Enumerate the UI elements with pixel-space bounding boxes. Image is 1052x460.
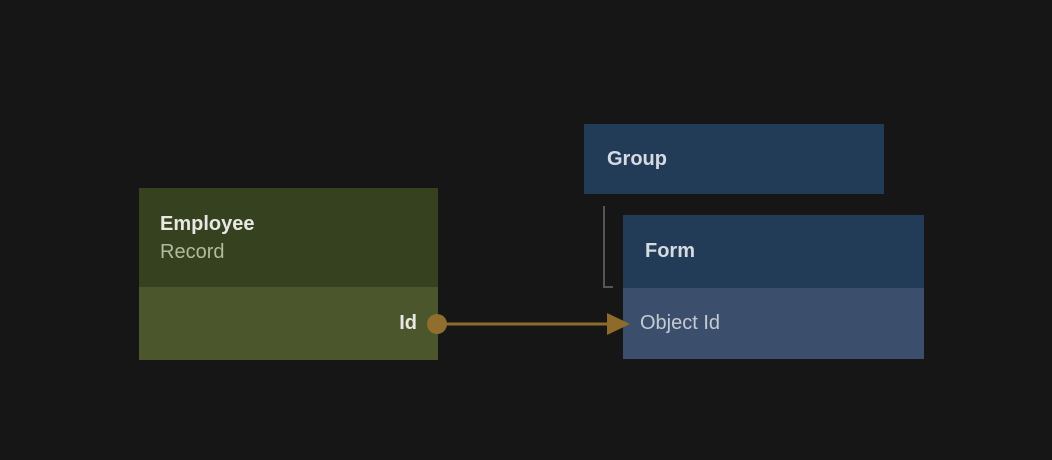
output-port-dot-icon[interactable] (427, 314, 447, 334)
node-title: Group (607, 147, 667, 170)
field-label: Object Id (640, 312, 721, 334)
node-employee-header: Employee Record (139, 188, 438, 287)
tree-connector-group-form (603, 206, 613, 288)
node-form-header: Form (623, 215, 924, 288)
node-title: Employee (160, 212, 255, 235)
field-label: Id (399, 312, 417, 334)
node-employee-record[interactable]: Employee Record Id (139, 188, 438, 360)
node-form[interactable]: Form Object Id (623, 215, 924, 359)
node-subtitle: Record (160, 240, 225, 263)
node-group[interactable]: Group (584, 124, 884, 194)
field-row-id[interactable]: Id (139, 287, 438, 360)
node-group-header: Group (584, 124, 884, 194)
node-title: Form (645, 240, 695, 262)
field-row-object-id[interactable]: Object Id (623, 288, 924, 359)
